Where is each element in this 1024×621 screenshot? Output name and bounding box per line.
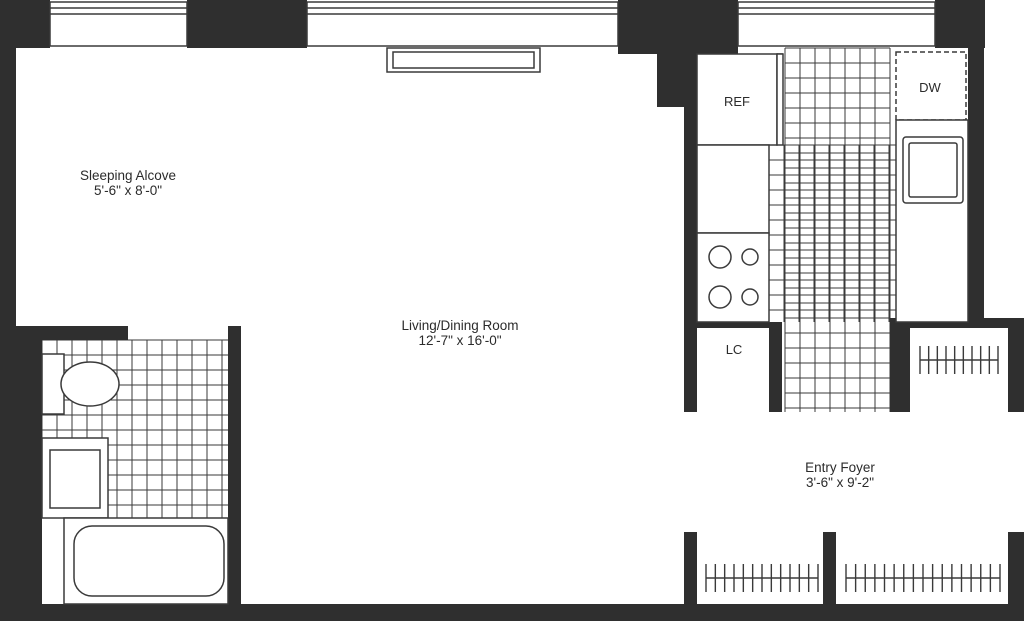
wall-kitchen-left <box>684 54 697 412</box>
wall-top-left-pier <box>0 0 50 48</box>
window-left <box>49 1 188 47</box>
burner <box>708 285 732 309</box>
stove <box>696 232 770 323</box>
room-name: Sleeping Alcove <box>79 168 177 183</box>
wall-bath-left <box>16 326 42 604</box>
wall-foyer-closet-mid <box>823 532 836 604</box>
room-name: Entry Foyer <box>805 460 875 475</box>
refrigerator <box>696 53 778 146</box>
fixture-label-dishwasher: DW <box>919 80 941 95</box>
wall-top-middle-pier <box>187 0 307 48</box>
kitchen-appliances <box>696 51 969 323</box>
radiator-unit <box>386 47 541 73</box>
room-label-living-dining: Living/Dining Room 12'-7" x 16'-0" <box>380 318 540 348</box>
bathroom-fixtures <box>41 353 229 605</box>
wall-lc-right <box>769 322 782 412</box>
kitchen-tile-floor <box>768 47 896 412</box>
wall-lc-top <box>684 322 782 328</box>
wall-left <box>0 0 16 621</box>
burner <box>708 245 732 269</box>
room-name: Living/Dining Room <box>401 318 519 333</box>
room-dimensions: 5'-6" x 8'-0" <box>93 183 162 198</box>
wall-closet-top <box>890 318 1024 328</box>
room-dimensions: 3'-6" x 9'-2" <box>805 475 874 490</box>
room-label-sleeping-alcove: Sleeping Alcove 5'-6" x 8'-0" <box>58 168 198 198</box>
wall-right-kitchen <box>968 0 984 322</box>
closet-rods <box>705 346 1001 592</box>
wall-right-edge <box>1008 318 1024 412</box>
room-label-entry-foyer: Entry Foyer 3'-6" x 9'-2" <box>780 460 900 490</box>
window-kitchen <box>737 1 936 47</box>
burner <box>741 288 759 306</box>
dishwasher <box>895 51 967 121</box>
wall-bottom <box>0 604 1024 621</box>
burner <box>741 248 759 266</box>
toilet-bowl <box>60 361 120 407</box>
wall-bath-right <box>228 326 241 604</box>
wall-foyer-closet-right <box>1008 532 1024 604</box>
fixture-label-linen-closet: LC <box>725 342 743 357</box>
wall-closet-left <box>890 318 910 412</box>
fixture-label-refrigerator: REF <box>724 94 750 109</box>
counter <box>696 144 770 234</box>
room-dimensions: 12'-7" x 16'-0" <box>418 333 502 348</box>
windows <box>49 1 936 47</box>
wall-bath-top <box>16 326 128 340</box>
window-center <box>306 1 619 47</box>
wall-foyer-closet-left <box>684 532 697 604</box>
